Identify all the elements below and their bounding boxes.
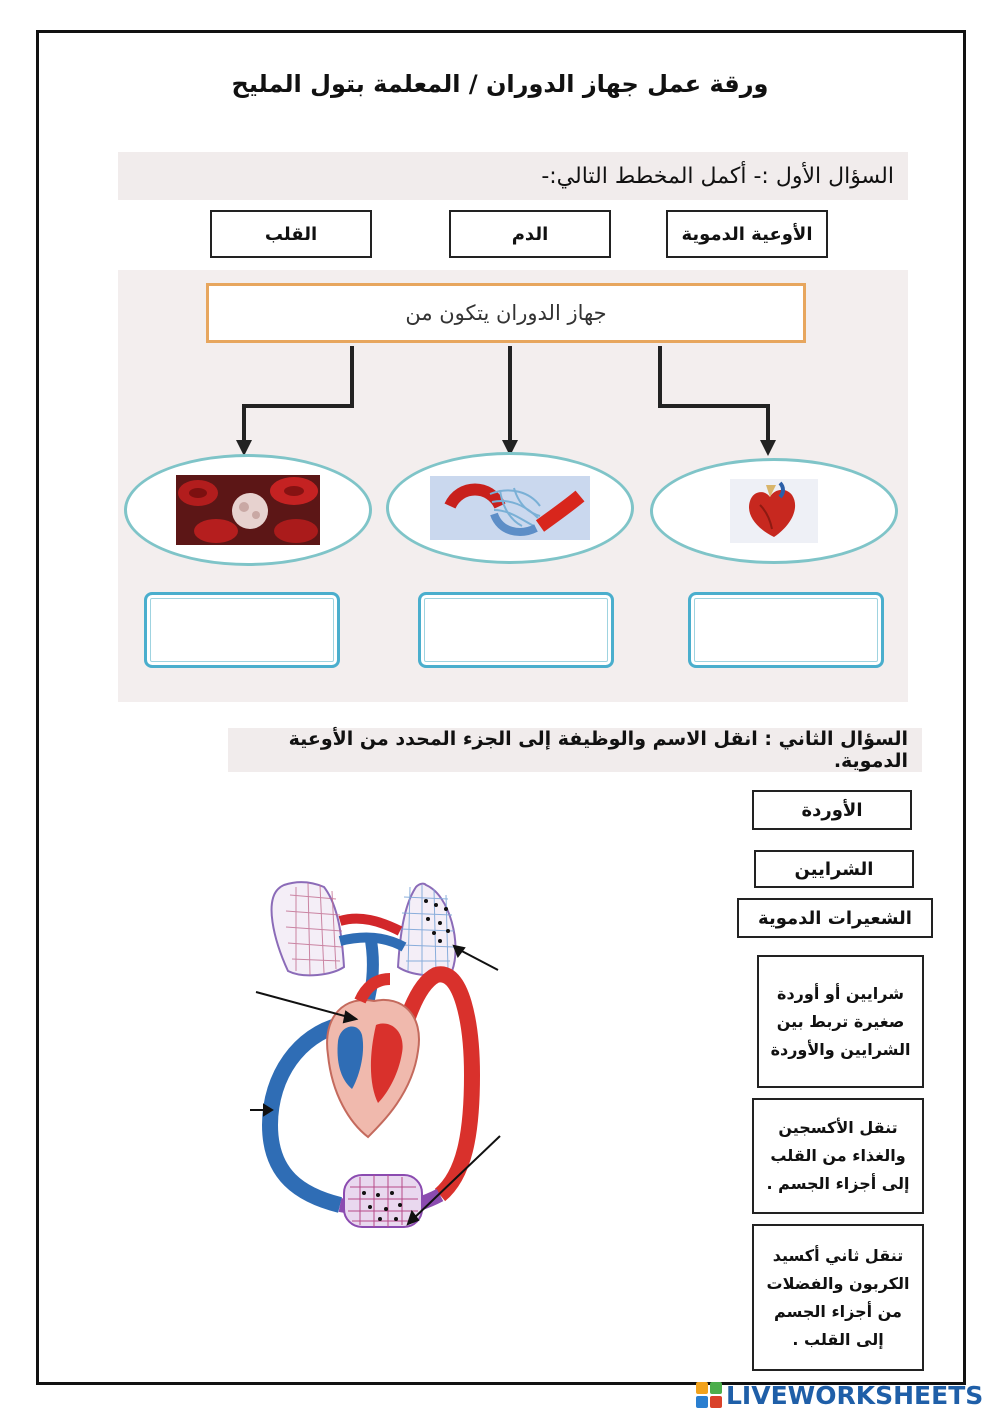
heart-image: [730, 479, 818, 543]
concept-map-root: جهاز الدوران يتكون من: [206, 283, 806, 343]
heart-oval: [650, 458, 898, 564]
liveworksheets-logo-icon: [696, 1382, 722, 1408]
name-veins[interactable]: الأوردة: [752, 790, 912, 830]
name-capillaries[interactable]: الشعيرات الدموية: [737, 898, 933, 938]
heart-figure: [326, 973, 420, 1139]
answer-box-blood[interactable]: [144, 592, 340, 668]
liveworksheets-brand: LIVEWORKSHEETS: [726, 1380, 984, 1410]
word-bank-blood[interactable]: الدم: [449, 210, 611, 258]
blood-vessels-oval: [386, 452, 634, 564]
blood-vessels-image: [430, 476, 590, 540]
page-frame: [36, 30, 966, 1385]
pointer-arrow-capillaries: [455, 947, 499, 971]
blood-oval: [124, 454, 372, 566]
footer-logo: LIVEWORKSHEETS: [696, 1380, 983, 1410]
right-lung: [396, 882, 457, 977]
question2-prompt: السؤال الثاني : انقل الاسم والوظيفة إلى …: [228, 728, 922, 772]
function-capillaries[interactable]: شرايين أو أوردة صغيرة تربط بين الشرايين …: [757, 955, 924, 1088]
left-lung: [270, 881, 346, 977]
answer-box-blood-vessels[interactable]: [418, 592, 614, 668]
word-bank-heart[interactable]: القلب: [210, 210, 372, 258]
answer-box-heart[interactable]: [688, 592, 884, 668]
word-bank-blood-vessels[interactable]: الأوعية الدموية: [666, 210, 828, 258]
body-capillary-bed: [343, 1174, 423, 1228]
circulatory-system-diagram: [261, 881, 481, 1228]
question1-prompt: السؤال الأول :- أكمل المخطط التالي:-: [118, 152, 908, 200]
arrow-to-heart: [658, 346, 770, 442]
arrow-to-blood: [242, 346, 354, 442]
name-arteries[interactable]: الشرايين: [754, 850, 914, 888]
pointer-arrow-arteries: [411, 1135, 501, 1221]
connector-arrows: [236, 346, 776, 456]
blood-cells-image: [176, 475, 320, 545]
function-veins[interactable]: تنقل ثاني أكسيد الكربون والفضلات من أجزا…: [752, 1224, 924, 1371]
pointer-arrows: [250, 944, 501, 1226]
pointer-arrow-veins: [255, 991, 353, 1019]
function-arteries[interactable]: تنقل الأكسجين والغذاء من القلب إلى أجزاء…: [752, 1098, 924, 1214]
worksheet-title: ورقة عمل جهاز الدوران / المعلمة بتول الم…: [231, 70, 769, 98]
